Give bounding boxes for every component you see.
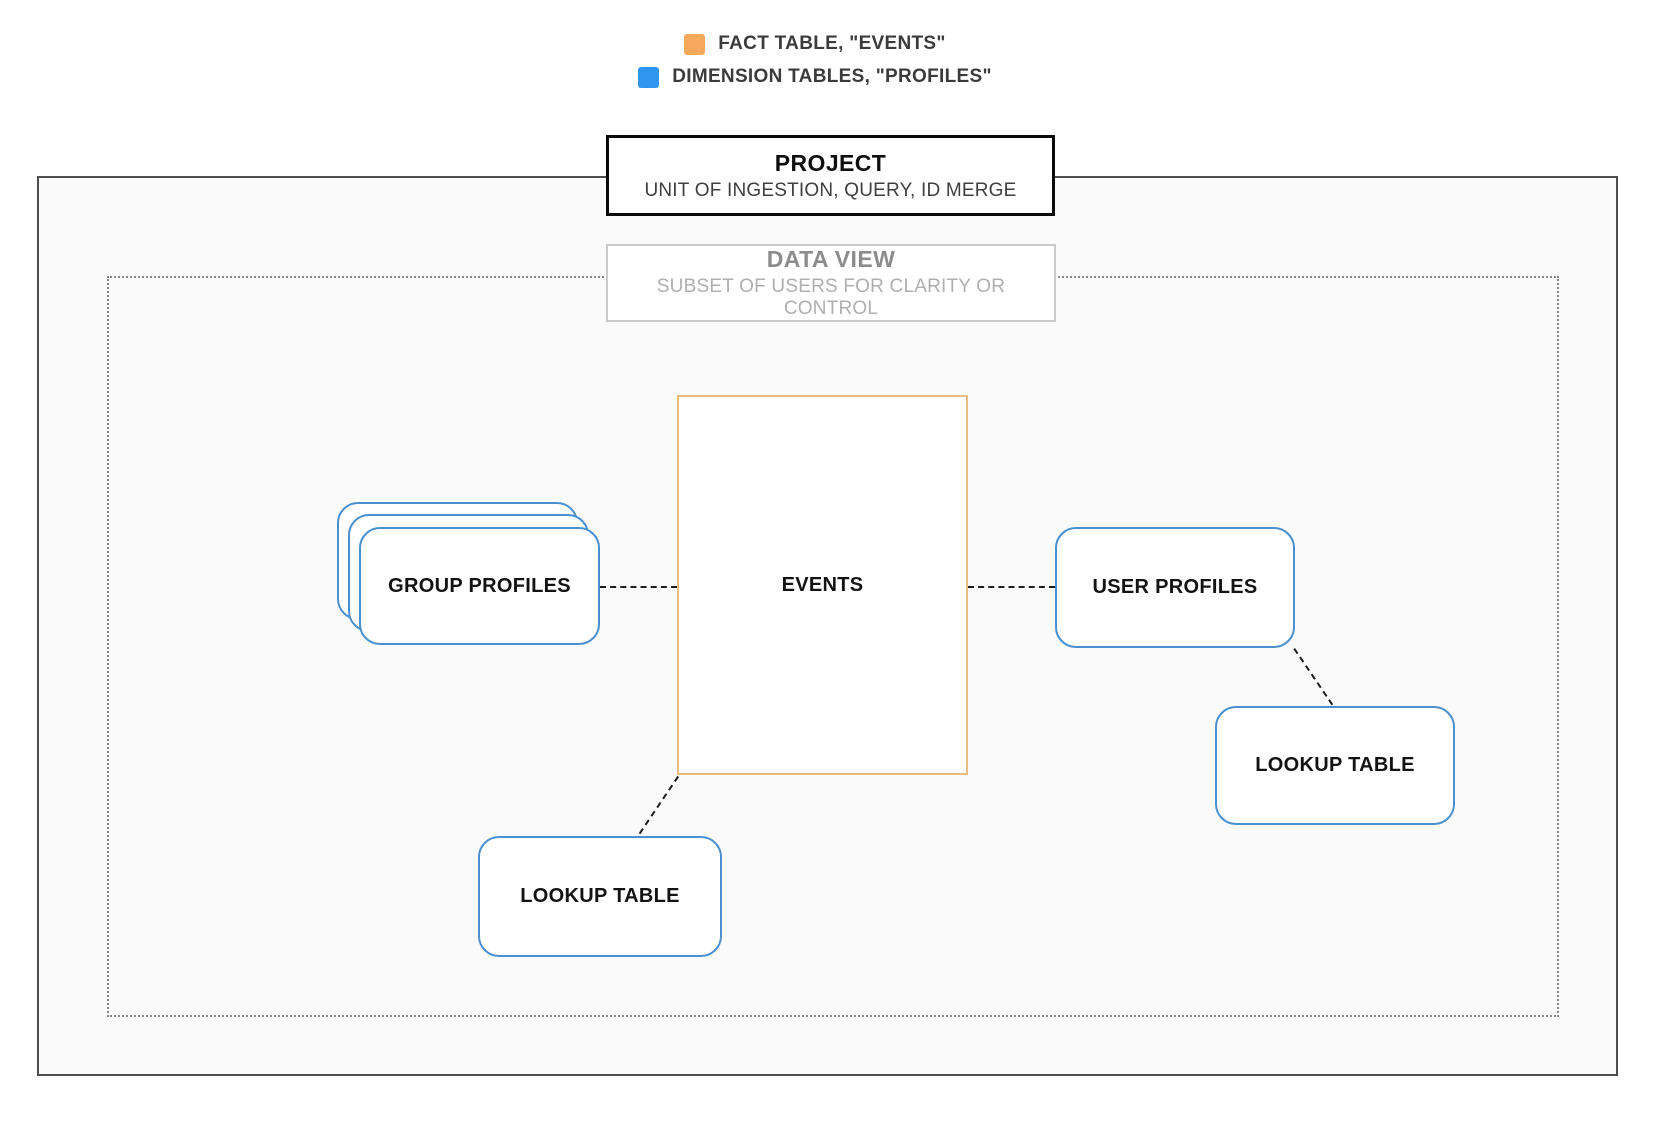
lookup-table-right-node: LOOKUP TABLE — [1215, 706, 1455, 825]
legend: FACT TABLE, "EVENTS" DIMENSION TABLES, "… — [0, 33, 1664, 88]
dimension-tables-swatch-icon — [638, 66, 660, 88]
project-subtitle: UNIT OF INGESTION, QUERY, ID MERGE — [644, 179, 1017, 201]
data-view-header-box: DATA VIEW SUBSET OF USERS FOR CLARITY OR… — [606, 244, 1056, 322]
data-view-title: DATA VIEW — [766, 246, 896, 272]
project-title: PROJECT — [774, 149, 887, 176]
legend-item-dimension-tables: DIMENSION TABLES, "PROFILES" — [638, 66, 992, 88]
edge-events-user-profiles — [968, 586, 1055, 588]
events-node-label: EVENTS — [781, 573, 864, 596]
project-header-box: PROJECT UNIT OF INGESTION, QUERY, ID MER… — [606, 135, 1055, 216]
lookup-table-bottom-node: LOOKUP TABLE — [478, 836, 722, 957]
user-profiles-node: USER PROFILES — [1055, 527, 1295, 648]
group-profiles-node-label: GROUP PROFILES — [388, 574, 571, 597]
legend-item-fact-table: FACT TABLE, "EVENTS" — [684, 33, 945, 55]
user-profiles-node-label: USER PROFILES — [1092, 576, 1258, 598]
events-node: EVENTS — [677, 395, 968, 775]
lookup-table-bottom-node-label: LOOKUP TABLE — [520, 885, 680, 907]
data-view-subtitle: SUBSET OF USERS FOR CLARITY OR CONTROL — [656, 276, 1006, 319]
lookup-table-right-node-label: LOOKUP TABLE — [1255, 754, 1415, 776]
edge-group-profiles-events — [600, 586, 677, 588]
group-profiles-node: GROUP PROFILES — [359, 527, 600, 645]
fact-table-swatch-icon — [684, 33, 706, 55]
legend-item-label: DIMENSION TABLES, "PROFILES" — [672, 66, 992, 87]
legend-item-label: FACT TABLE, "EVENTS" — [718, 33, 946, 54]
